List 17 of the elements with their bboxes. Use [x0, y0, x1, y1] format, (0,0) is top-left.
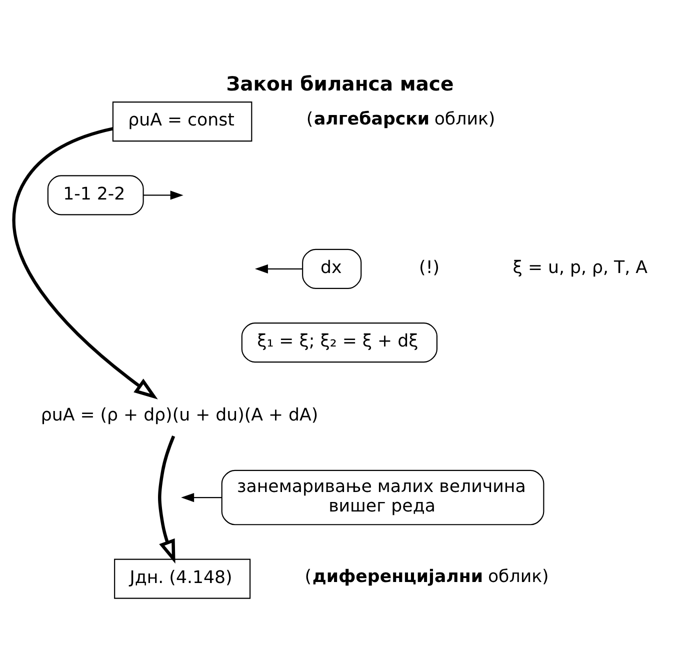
arrow	[12, 127, 158, 400]
arrow	[180, 492, 222, 502]
arrow	[158, 435, 175, 564]
node-box: ξ₁ = ξ; ξ₂ = ξ + dξ	[240, 322, 437, 363]
node-label: (алгебарски облик)	[306, 110, 495, 130]
node-box: Јдн. (4.148)	[114, 558, 250, 599]
node-box: ρuA = const	[112, 101, 252, 142]
node-label: (диференцијални облик)	[304, 566, 548, 587]
node-box: dx	[302, 248, 362, 289]
node-label: (!)	[418, 258, 440, 278]
label: ξ = u, p, ρ, T, A	[512, 258, 647, 278]
diagram-title: Закон биланса масе	[226, 72, 454, 96]
node-box: 1-1 2-2	[46, 175, 144, 216]
node-box: занемаривање малих величина вишег реда	[220, 470, 544, 526]
arrow	[142, 190, 183, 200]
node-text: ρuA = (ρ + dρ)(u + du)(A + dA)	[40, 405, 318, 426]
arrow	[254, 264, 302, 274]
